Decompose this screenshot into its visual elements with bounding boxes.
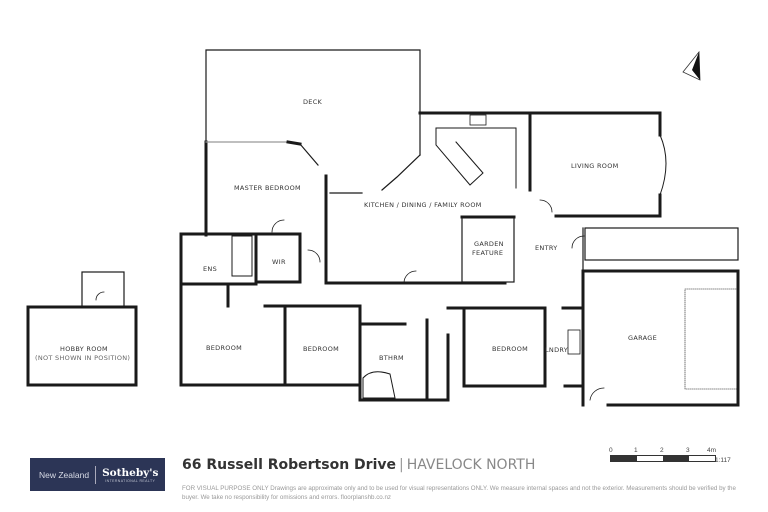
room-label-hobby-room: HOBBY ROOM (60, 345, 108, 353)
room-label-bedroom-2: BEDROOM (303, 345, 340, 353)
scale-ratio: 1:117 (715, 457, 731, 464)
disclaimer: FOR VISUAL PURPOSE ONLY Drawings are app… (182, 485, 736, 501)
compass-icon (682, 50, 701, 81)
floor-plan (26, 49, 740, 407)
room-label-bedroom-1: BEDROOM (206, 344, 243, 352)
scale-tick: 3 (686, 447, 690, 454)
scale-tick: 2 (660, 447, 664, 454)
room-label-bedroom-3: BEDROOM (492, 345, 529, 353)
room-label-master-bedroom: MASTER BEDROOM (234, 184, 301, 192)
property-address: 66 Russell Robertson Drive|HAVELOCK NORT… (182, 457, 535, 473)
brand-sub: INTERNATIONAL REALTY (105, 478, 156, 483)
room-label-kitchen: KITCHEN / DINING / FAMILY ROOM (364, 201, 482, 209)
address-separator: | (399, 457, 404, 473)
address-town: HAVELOCK NORTH (406, 457, 536, 473)
room-label-laundry: LNDRY (545, 346, 569, 354)
scale-bar: 0 1 2 3 4m 1:117 (607, 447, 737, 467)
scale-tick: 4m (707, 447, 717, 454)
brand-divider (95, 465, 97, 484)
room-label-garden-2: FEATURE (472, 249, 504, 257)
room-label-garage: GARAGE (628, 334, 658, 342)
brand-region: New Zealand (39, 469, 90, 480)
room-label-garden-1: GARDEN (474, 240, 504, 248)
deck-outline (205, 49, 421, 156)
room-label-deck: DECK (303, 98, 323, 106)
room-label-entry: ENTRY (535, 244, 558, 252)
room-label-ens: ENS (203, 265, 217, 273)
scale-tick: 0 (609, 447, 613, 454)
room-label-bathroom: BTHRM (379, 354, 404, 362)
address-street: 66 Russell Robertson Drive (182, 457, 396, 473)
brand-name: Sotheby's (102, 466, 159, 479)
room-label-wir: WIR (272, 258, 286, 266)
room-label-living-room: LIVING ROOM (571, 162, 619, 170)
brand-logo: New Zealand Sotheby's INTERNATIONAL REAL… (30, 458, 165, 491)
room-label-hobby-note: (NOT SHOWN IN POSITION) (35, 354, 131, 362)
scale-tick: 1 (634, 447, 638, 454)
